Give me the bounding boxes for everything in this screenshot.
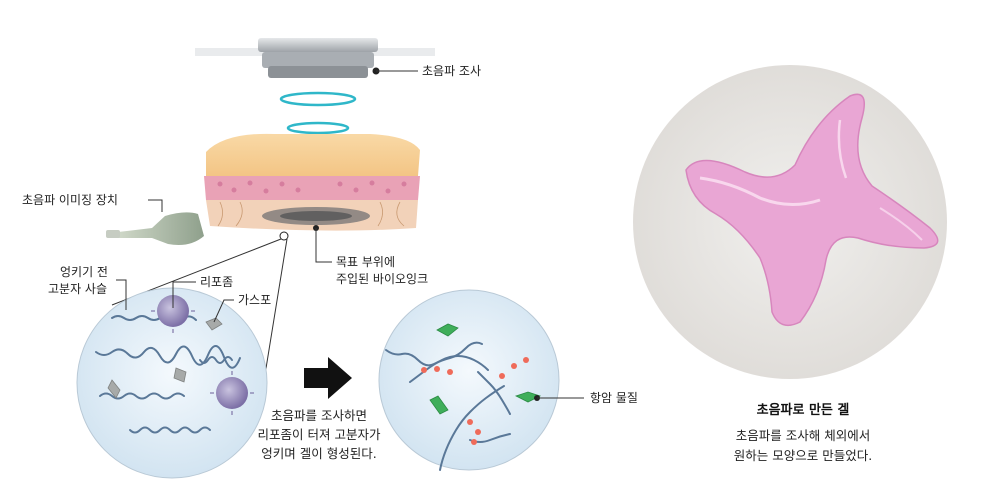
label-tangled-polymer-line2: 고분자 사슬 [48, 282, 107, 296]
photo-caption-title: 초음파로 만든 겔 [757, 402, 850, 418]
anticancer-drug-particle [429, 323, 542, 415]
process-caption-line3: 엉키며 겔이 형성된다. [261, 446, 376, 461]
label-ultrasound-imaging-device: 초음파 이미징 장치 [22, 193, 118, 207]
gas-bubble [107, 317, 223, 399]
photo-caption-line2: 원하는 모양으로 만들었다. [734, 448, 872, 463]
star-shaped-gel [685, 93, 939, 327]
process-caption-line2: 리포좀이 터져 고분자가 [258, 427, 381, 442]
label-tangled-polymer-line1: 엉키기 전 [60, 265, 108, 279]
process-caption-line1: 초음파를 조사하면 [271, 408, 367, 423]
photo-caption-line1: 초음파를 조사해 체외에서 [736, 428, 870, 443]
ultrasound-transducer [195, 38, 435, 78]
tissue-cross-section [204, 133, 420, 231]
gel-photo [633, 65, 947, 379]
zoom-circle-after [378, 289, 560, 471]
liposome [151, 289, 254, 415]
label-target-site-line2: 주입된 바이오잉크 [336, 272, 428, 286]
label-liposome: 리포좀 [200, 275, 233, 289]
label-ultrasound-irradiation: 초음파 조사 [422, 64, 481, 78]
label-anticancer-drug: 항암 물질 [590, 391, 638, 405]
label-gas-bubble: 가스포 [238, 293, 271, 307]
label-target-site-line1: 목표 부위에 [336, 255, 395, 269]
imaging-probe [106, 212, 204, 245]
zoom-circle-before [76, 287, 268, 479]
process-arrow-icon [304, 357, 352, 399]
